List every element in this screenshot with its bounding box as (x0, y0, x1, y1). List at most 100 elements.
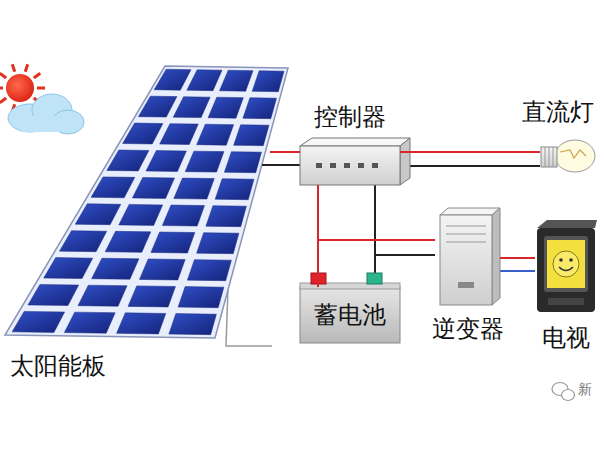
solar-cell (169, 314, 217, 335)
solar-cell (12, 311, 64, 332)
inverter-tower (446, 226, 486, 242)
inverter: 逆变器 (435, 210, 500, 305)
controller-box (344, 163, 350, 168)
solar-cell (28, 284, 79, 305)
solar-cell (132, 177, 174, 198)
solar-cell (107, 150, 149, 171)
sun-ray (37, 87, 45, 90)
bulb-icon (541, 140, 595, 172)
inverter-tower (458, 282, 474, 288)
bulb-icon (541, 147, 557, 167)
solar-cell (243, 98, 277, 119)
solar-cell (138, 96, 177, 117)
bulb-icon (553, 147, 554, 167)
inverter-tower (440, 208, 500, 215)
inverter-tower (446, 226, 486, 227)
solar-panel (5, 66, 288, 338)
node-label: 蓄电池 (314, 301, 386, 330)
tv-set (544, 236, 588, 292)
sun-ray (12, 64, 14, 72)
controller-box (330, 163, 336, 168)
controller: 控制器 (300, 140, 400, 185)
watermark-icon (562, 390, 575, 401)
battery: 蓄电池 (300, 287, 400, 343)
solar-cell (234, 125, 269, 146)
solar-cell (220, 70, 253, 91)
solar-cell (154, 69, 191, 90)
solar-cell (105, 231, 151, 252)
controller-box (300, 138, 410, 185)
solar-cell (117, 313, 166, 334)
node-label: 逆变器 (432, 315, 504, 344)
bulb-icon (555, 140, 595, 172)
node-label: 直流灯 (522, 98, 594, 127)
solar-cell (252, 71, 284, 92)
dc-lamp: 直流灯 (540, 135, 594, 177)
solar-cell (173, 97, 210, 118)
node-label: 控制器 (314, 103, 386, 132)
solar-cell (197, 233, 239, 254)
inverter-tower (446, 242, 486, 243)
solar-cell (162, 205, 204, 226)
inverter-tower (446, 234, 486, 235)
solar-cell (224, 152, 261, 173)
controller-box (400, 138, 410, 185)
tv-set (559, 267, 573, 271)
node-label: 太阳能板 (10, 352, 106, 381)
sun-ray (25, 64, 27, 72)
controller-box (300, 138, 410, 146)
bulb-icon (560, 150, 586, 158)
inverter-tower (492, 208, 500, 305)
solar-cell (119, 204, 163, 225)
solar-cell (59, 231, 106, 252)
controller-box (358, 163, 364, 168)
red-wire (500, 257, 535, 259)
sun-ray (0, 87, 3, 90)
watermark-icon (552, 383, 575, 401)
sun-ray (0, 98, 6, 103)
solar-cell (178, 287, 224, 308)
tv-set (537, 220, 597, 228)
tv-set (553, 251, 579, 277)
solar-panel: 太阳能板 (0, 60, 270, 390)
black-wire (262, 164, 300, 166)
cloud-icon (8, 94, 84, 134)
solar-cell (146, 151, 186, 172)
solar-cell (174, 178, 214, 199)
tv-set (537, 220, 597, 312)
solar-cell (139, 259, 185, 280)
controller-box (316, 163, 378, 168)
battery-box (300, 287, 400, 343)
blue-wire (495, 270, 535, 272)
solar-cell (215, 179, 254, 200)
solar-cell (187, 260, 231, 281)
solar-cell (92, 258, 139, 279)
solar-panel (5, 66, 288, 338)
watermark-text: 新 (578, 381, 592, 399)
controller-box (316, 163, 322, 168)
solar-cell (123, 123, 163, 144)
bulb-icon (549, 147, 550, 167)
black-wire (400, 165, 540, 167)
tv-set (569, 258, 573, 262)
battery-box (367, 273, 382, 284)
solar-cell (128, 286, 175, 307)
tv-set (547, 240, 585, 288)
tv-set (537, 228, 595, 312)
node-label: 电视 (542, 324, 590, 353)
battery-box (300, 273, 400, 343)
controller-box (300, 146, 400, 185)
sun-ray (0, 73, 6, 78)
solar-cell (64, 312, 115, 333)
inverter-tower (440, 208, 500, 305)
sun-ray (34, 73, 40, 78)
solar-cell (187, 70, 222, 91)
solar-cell (197, 124, 234, 145)
solar-cell (78, 285, 127, 306)
cloud-icon (20, 116, 76, 132)
solar-cell (206, 206, 247, 227)
red-wire (318, 185, 435, 240)
blue-wire (495, 271, 535, 272)
